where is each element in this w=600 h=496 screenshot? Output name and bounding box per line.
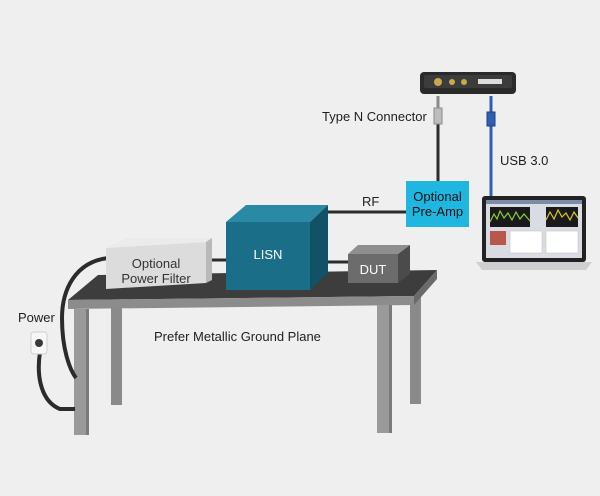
laptop — [476, 196, 592, 270]
rf-label: RF — [362, 194, 380, 209]
table — [68, 270, 437, 435]
dut-label: DUT — [359, 262, 387, 277]
power-label: Power — [18, 310, 55, 325]
type-n-connector-icon — [433, 107, 443, 125]
analyzer-device — [420, 72, 516, 94]
power-cable — [30, 256, 109, 411]
power-filter-box — [106, 238, 212, 289]
lisn-box — [226, 205, 328, 290]
preamp-box — [406, 181, 469, 227]
power-filter-label: Optional Power Filter — [121, 256, 191, 286]
usb-label: USB 3.0 — [500, 153, 549, 168]
usb-connector-icon — [486, 111, 496, 127]
lisn-label: LISN — [253, 247, 283, 262]
type-n-connector-label: Type N Connector — [322, 109, 427, 124]
preamp-label: Optional Pre-Amp — [411, 189, 464, 219]
ground-plane-label: Prefer Metallic Ground Plane — [154, 329, 321, 344]
dut-box — [348, 245, 410, 283]
